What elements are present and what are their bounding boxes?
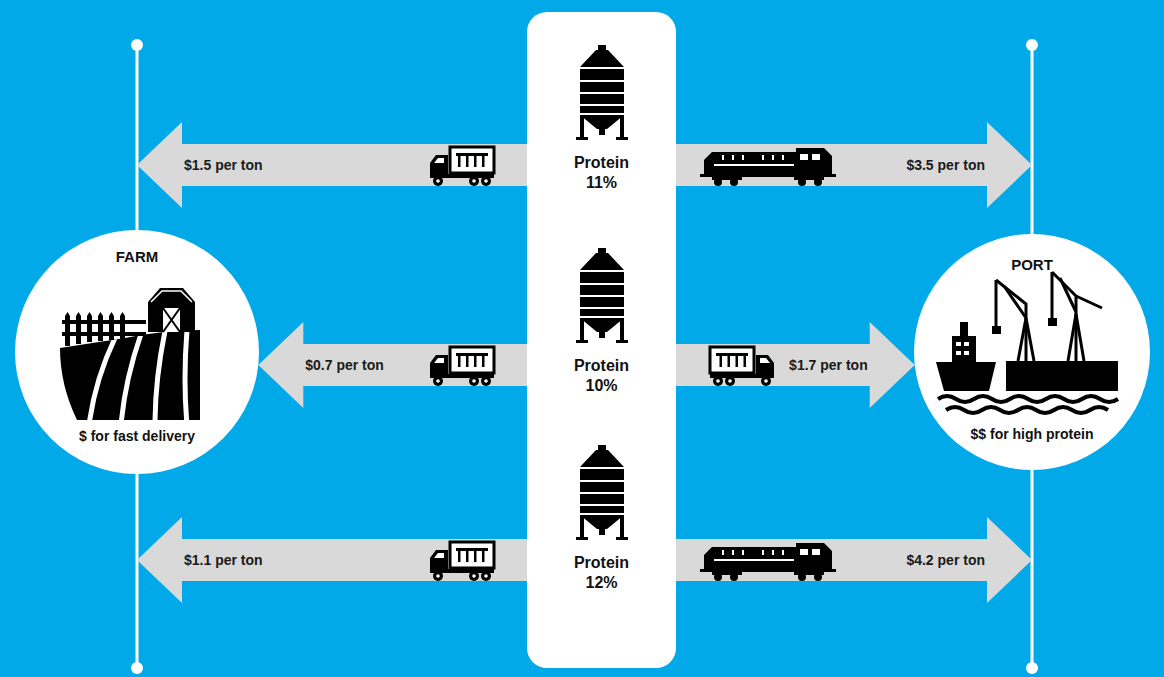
- node-title: FARM: [116, 248, 159, 266]
- timeline-line: [131, 39, 143, 51]
- price-label: $4.2 per ton: [904, 551, 987, 569]
- silo-node: Protein 11%: [527, 45, 676, 193]
- price-arrow: [676, 322, 915, 408]
- circle-outline: [914, 234, 1150, 470]
- price-label: $0.7 per ton: [303, 356, 386, 374]
- silo-icon: [576, 248, 628, 344]
- truck-icon: [710, 347, 774, 386]
- truck-icon: [430, 147, 494, 186]
- silo-icon: [576, 45, 628, 141]
- silo-icon: [576, 45, 628, 140]
- timeline-line: [1026, 662, 1038, 674]
- circle-outline: [15, 230, 259, 474]
- timeline-line: [1026, 39, 1038, 51]
- node-title: PORT: [1011, 256, 1053, 274]
- node-note: $$ for high protein: [971, 426, 1094, 443]
- price-label: $1.1 per ton: [182, 551, 265, 569]
- farm-circle: FARM $ for fast delivery: [15, 230, 259, 474]
- truck-icon: [430, 542, 494, 581]
- silo-icon: [576, 248, 628, 343]
- silo-node: Protein 10%: [527, 248, 676, 396]
- train-icon: [700, 543, 836, 581]
- farm-icon: [60, 288, 200, 425]
- price-arrow: [137, 517, 527, 603]
- price-label: $3.5 per ton: [904, 156, 987, 174]
- port-icon: [936, 272, 1118, 413]
- price-arrow: [676, 517, 1032, 603]
- protein-label: Protein 10%: [566, 356, 638, 396]
- silo-icon: [576, 445, 628, 541]
- timeline-line: [131, 662, 143, 674]
- silo-node: Protein 12%: [527, 445, 676, 593]
- port-circle: PORT $$ for high protein: [914, 234, 1150, 470]
- silo-panel: [527, 12, 676, 668]
- price-arrow: [258, 322, 527, 408]
- protein-label: Protein 12%: [566, 553, 638, 593]
- price-arrow: [137, 122, 527, 208]
- price-label: $1.7 per ton: [787, 356, 870, 374]
- price-label: $1.5 per ton: [182, 156, 265, 174]
- price-arrow: [676, 122, 1032, 208]
- truck-icon: [430, 347, 494, 386]
- silo-icon: [576, 445, 628, 540]
- train-icon: [700, 148, 836, 186]
- node-note: $ for fast delivery: [79, 428, 195, 445]
- protein-label: Protein 11%: [566, 153, 638, 193]
- timeline-line: [131, 39, 1038, 674]
